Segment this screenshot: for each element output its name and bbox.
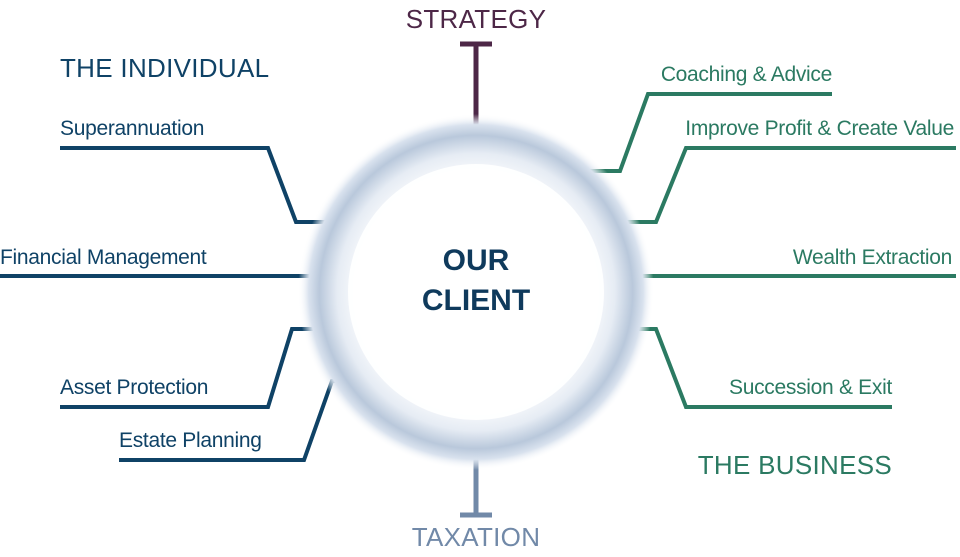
center-line-2: CLIENT: [422, 284, 530, 317]
label-succession-exit: Succession & Exit: [729, 376, 892, 399]
label-coaching-advice: Coaching & Advice: [661, 63, 832, 86]
label-asset-protection: Asset Protection: [60, 376, 208, 399]
taxation-label: TAXATION: [412, 522, 541, 552]
strategy-label: STRATEGY: [406, 4, 547, 34]
business-heading: THE BUSINESS: [698, 450, 892, 480]
label-financial-management: Financial Management: [0, 246, 207, 269]
individual-heading: THE INDIVIDUAL: [60, 53, 269, 83]
label-superannuation: Superannuation: [60, 117, 204, 140]
label-estate-planning: Estate Planning: [119, 429, 262, 452]
label-wealth-extraction: Wealth Extraction: [793, 246, 952, 269]
label-improve-profit: Improve Profit & Create Value: [685, 117, 954, 140]
center-line-1: OUR: [443, 244, 510, 277]
